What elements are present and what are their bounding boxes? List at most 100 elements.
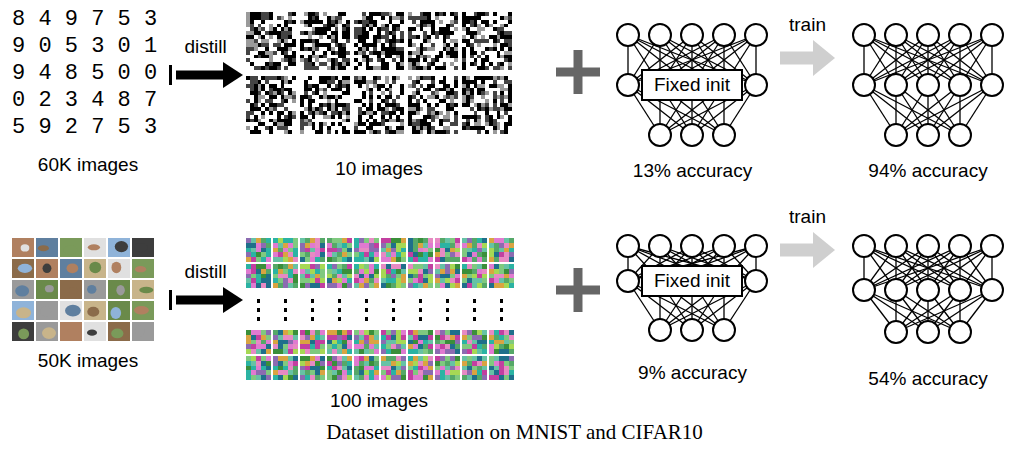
noise-pixel xyxy=(315,126,319,130)
noise-pixel xyxy=(477,66,481,70)
noise-pixel xyxy=(427,24,431,28)
noise-pixel xyxy=(327,16,331,20)
noise-pixel xyxy=(335,12,339,16)
noise-pixel xyxy=(335,99,339,103)
noise-pixel xyxy=(246,24,250,28)
noise-pixel xyxy=(462,126,466,130)
noise-pixel xyxy=(454,58,458,62)
noise-pixel xyxy=(273,84,277,88)
noise-pixel xyxy=(454,119,458,123)
noise-pixel xyxy=(246,27,250,31)
noise-pixel xyxy=(273,62,277,66)
noise-pixel xyxy=(304,84,308,88)
noise-pixel xyxy=(412,88,416,92)
noise-pixel xyxy=(470,95,474,99)
noise-pixel xyxy=(319,27,323,31)
noise-pixel xyxy=(346,43,350,47)
noise-pixel xyxy=(335,24,339,28)
noise-pixel xyxy=(416,76,420,80)
noise-pixel xyxy=(408,55,412,59)
noise-pixel xyxy=(331,99,335,103)
noise-pixel xyxy=(493,80,497,84)
noise-pixel xyxy=(273,31,277,35)
noise-pixel xyxy=(366,119,370,123)
noise-pixel xyxy=(477,122,481,126)
noise-pixel xyxy=(493,55,497,59)
noise-pixel xyxy=(319,39,323,43)
noise-pixel xyxy=(435,91,439,95)
noise-pixel xyxy=(284,47,288,51)
noise-pixel xyxy=(477,119,481,123)
photo-tile xyxy=(36,238,58,257)
noise-pixel xyxy=(312,20,316,24)
noise-pixel xyxy=(312,91,316,95)
noise-pixel xyxy=(373,35,377,39)
noise-pixel xyxy=(327,84,331,88)
noise-pixel xyxy=(312,99,316,103)
noise-pixel xyxy=(331,55,335,59)
noise-pixel xyxy=(489,66,493,70)
noise-pixel xyxy=(362,99,366,103)
noise-pixel xyxy=(466,84,470,88)
noise-pixel xyxy=(481,88,485,92)
noise-pixel xyxy=(392,31,396,35)
noise-pixel xyxy=(354,66,358,70)
noise-pixel xyxy=(439,111,443,115)
noise-pixel xyxy=(304,115,308,119)
noise-pixel xyxy=(500,66,504,70)
noise-pixel xyxy=(381,111,385,115)
noise-pixel xyxy=(385,84,389,88)
noise-pixel xyxy=(423,84,427,88)
noise-pixel xyxy=(481,119,485,123)
noise-pixel xyxy=(265,58,269,62)
noise-pixel xyxy=(489,115,493,119)
noise-pixel xyxy=(292,76,296,80)
noise-pixel xyxy=(470,16,474,20)
noise-pixel xyxy=(308,107,312,111)
noise-pixel xyxy=(504,66,508,70)
noise-pixel xyxy=(412,76,416,80)
noise-pixel xyxy=(288,39,292,43)
noise-pixel xyxy=(358,107,362,111)
noise-pixel xyxy=(427,91,431,95)
noise-pixel xyxy=(288,58,292,62)
photo-tile xyxy=(108,280,130,299)
noise-pixel xyxy=(396,126,400,130)
noise-pixel xyxy=(258,27,262,31)
noise-pixel xyxy=(304,55,308,59)
noise-pixel xyxy=(416,62,420,66)
noise-pixel xyxy=(354,43,358,47)
photo-object xyxy=(63,246,78,255)
noise-pixel xyxy=(389,31,393,35)
noise-pixel xyxy=(315,66,319,70)
noise-pixel xyxy=(446,126,450,130)
noise-pixel xyxy=(284,103,288,107)
noise-pixel xyxy=(435,20,439,24)
noise-pixel xyxy=(315,51,319,55)
noise-pixel xyxy=(304,27,308,31)
noise-pixel xyxy=(354,126,358,130)
noise-pixel xyxy=(412,16,416,20)
noise-pixel xyxy=(354,39,358,43)
noise-pixel xyxy=(377,80,381,84)
noise-pixel xyxy=(373,24,377,28)
noise-pixel xyxy=(420,43,424,47)
noise-pixel xyxy=(477,88,481,92)
noise-pixel xyxy=(288,16,292,20)
noise-pixel xyxy=(443,62,447,66)
noise-pixel xyxy=(261,20,265,24)
noise-pixel xyxy=(474,99,478,103)
noise-pixel xyxy=(358,115,362,119)
noise-pixel xyxy=(346,103,350,107)
noise-pixel xyxy=(319,119,323,123)
noise-pixel xyxy=(474,16,478,20)
noise-pixel xyxy=(385,91,389,95)
photo-tile xyxy=(36,301,58,320)
noise-pixel xyxy=(358,20,362,24)
noise-pixel xyxy=(423,62,427,66)
noise-pixel xyxy=(258,20,262,24)
noise-pixel xyxy=(319,51,323,55)
noise-pixel xyxy=(373,119,377,123)
noise-pixel xyxy=(462,24,466,28)
noise-pixel xyxy=(443,24,447,28)
